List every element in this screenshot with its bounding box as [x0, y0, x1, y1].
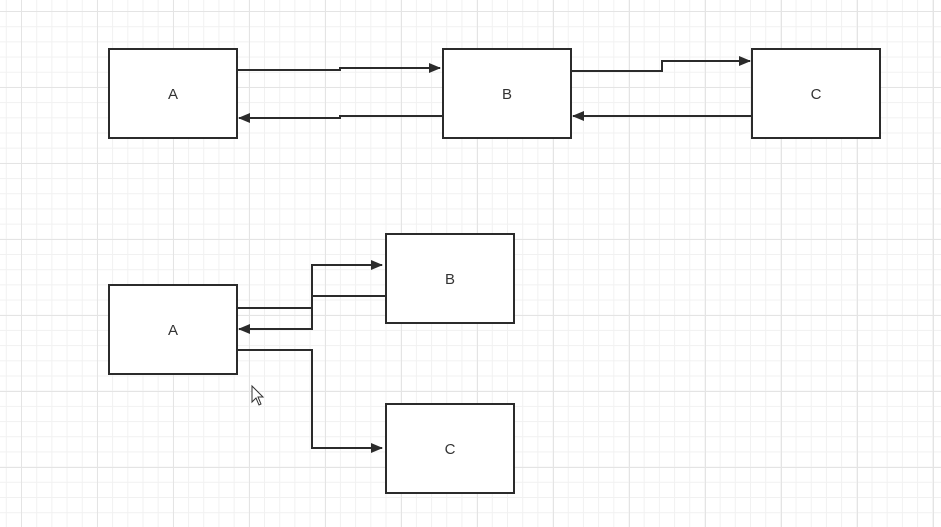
edge-top-a-to-b[interactable] [237, 63, 441, 73]
node-label: A [168, 322, 178, 339]
edge-top-b-to-c[interactable] [571, 56, 751, 72]
top-diagram: A B C [108, 48, 881, 139]
mouse-cursor-icon [251, 384, 265, 406]
bottom-diagram: A B C [108, 233, 515, 494]
node-top-b[interactable]: B [442, 48, 572, 139]
node-bottom-c[interactable]: C [385, 403, 515, 494]
edge-bottom-a-to-c[interactable] [237, 349, 383, 453]
edge-bottom-b-to-a[interactable] [238, 295, 386, 334]
node-label: C [811, 86, 822, 103]
node-bottom-a[interactable]: A [108, 284, 238, 375]
node-bottom-b[interactable]: B [385, 233, 515, 324]
edge-bottom-a-to-b[interactable] [237, 260, 383, 309]
node-label: C [445, 441, 456, 458]
node-top-c[interactable]: C [751, 48, 881, 139]
edge-top-b-to-a[interactable] [238, 113, 443, 123]
node-label: B [502, 86, 512, 103]
node-label: B [445, 271, 455, 288]
node-label: A [168, 86, 178, 103]
node-top-a[interactable]: A [108, 48, 238, 139]
